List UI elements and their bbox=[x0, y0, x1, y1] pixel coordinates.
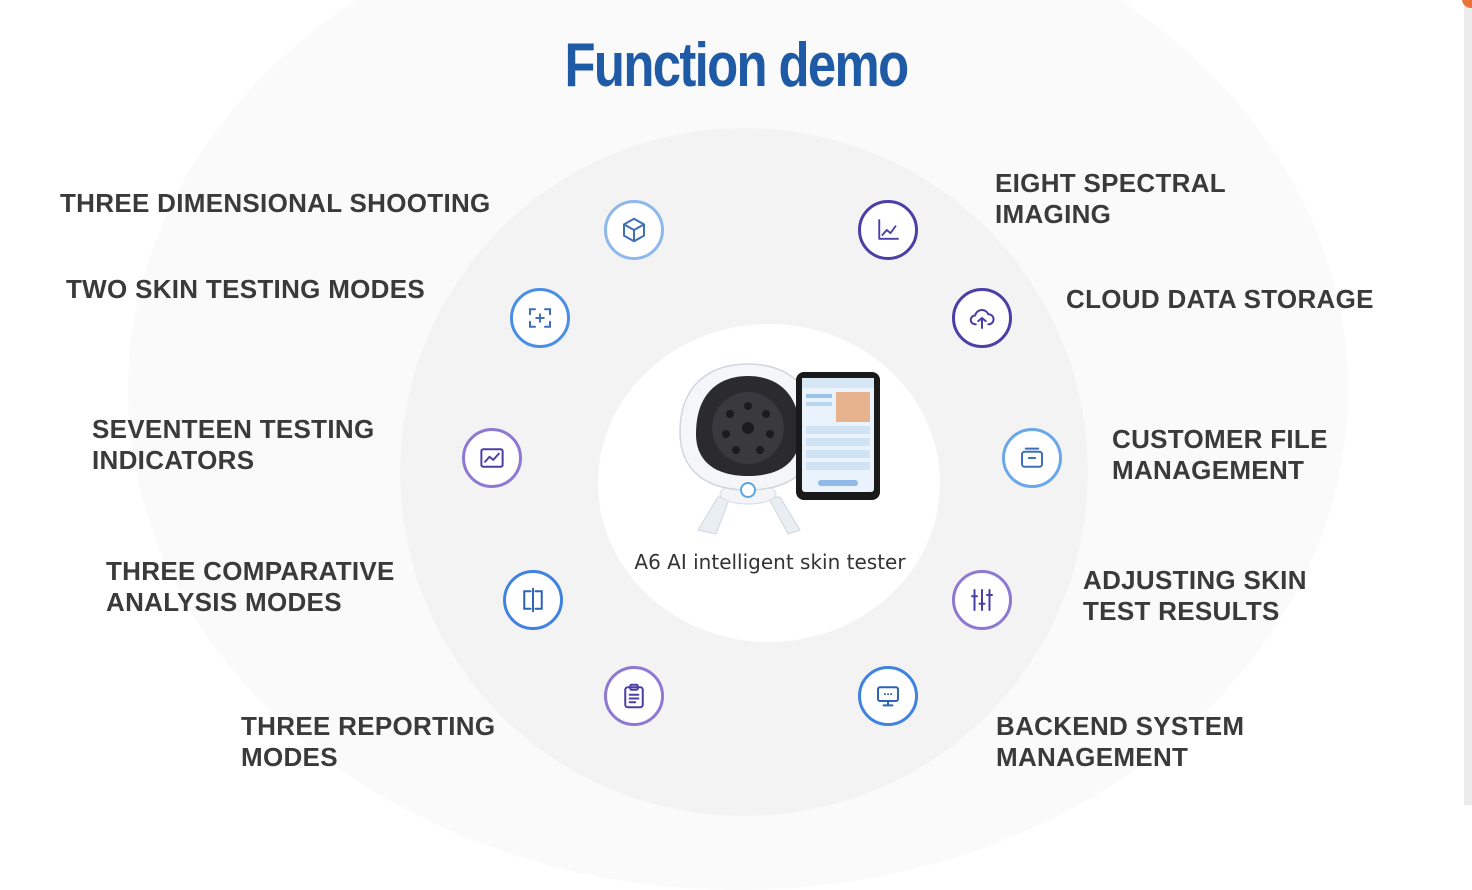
product-caption: A6 AI intelligent skin tester bbox=[634, 550, 906, 574]
feature-backend-system-management: BACKEND SYSTEM MANAGEMENT bbox=[996, 711, 1244, 773]
corner-badge bbox=[1462, 0, 1472, 8]
cube-icon bbox=[604, 200, 664, 260]
line-graph-icon bbox=[858, 200, 918, 260]
folder-box-icon bbox=[1002, 428, 1062, 488]
feature-label-line-1: SEVENTEEN TESTING bbox=[92, 414, 375, 444]
feature-label: TWO SKIN TESTING MODES bbox=[66, 274, 426, 304]
feature-label-line-1: BACKEND SYSTEM bbox=[996, 711, 1245, 741]
feature-label: CLOUD DATA STORAGE bbox=[1066, 284, 1374, 314]
feature-adjusting-skin-test-results: ADJUSTING SKIN TEST RESULTS bbox=[1083, 565, 1307, 627]
scrollbar-track[interactable] bbox=[1464, 0, 1472, 805]
compare-split-icon bbox=[503, 570, 563, 630]
scan-plus-icon bbox=[510, 288, 570, 348]
trend-chart-icon bbox=[462, 428, 522, 488]
feature-customer-file-management: CUSTOMER FILE MANAGEMENT bbox=[1112, 424, 1328, 486]
feature-three-comparative-analysis-modes: THREE COMPARATIVE ANALYSIS MODES bbox=[106, 556, 395, 618]
feature-seventeen-testing-indicators: SEVENTEEN TESTING INDICATORS bbox=[92, 414, 374, 476]
feature-label-line-1: CUSTOMER FILE bbox=[1112, 424, 1328, 454]
feature-label-line-2: ANALYSIS MODES bbox=[106, 587, 342, 617]
feature-cloud-data-storage: CLOUD DATA STORAGE bbox=[1066, 284, 1374, 315]
feature-label-line-1: ADJUSTING SKIN bbox=[1083, 565, 1307, 595]
feature-label-line-2: IMAGING bbox=[995, 199, 1112, 229]
feature-label: THREE DIMENSIONAL SHOOTING bbox=[60, 188, 491, 218]
feature-eight-spectral-imaging: EIGHT SPECTRAL IMAGING bbox=[995, 168, 1226, 230]
feature-label-line-2: MANAGEMENT bbox=[996, 742, 1189, 772]
page-title: Function demo bbox=[564, 31, 909, 100]
feature-label-line-2: TEST RESULTS bbox=[1083, 596, 1280, 626]
feature-label-line-1: THREE COMPARATIVE bbox=[106, 556, 395, 586]
cloud-upload-icon bbox=[952, 288, 1012, 348]
feature-three-dimensional-shooting: THREE DIMENSIONAL SHOOTING bbox=[60, 188, 491, 219]
feature-three-reporting-modes: THREE REPORTING MODES bbox=[241, 711, 495, 773]
feature-label-line-1: THREE REPORTING bbox=[241, 711, 496, 741]
sliders-icon bbox=[952, 570, 1012, 630]
monitor-icon bbox=[858, 666, 918, 726]
feature-label-line-2: MANAGEMENT bbox=[1112, 455, 1305, 485]
clipboard-icon bbox=[604, 666, 664, 726]
feature-two-skin-testing-modes: TWO SKIN TESTING MODES bbox=[66, 274, 425, 305]
feature-label-line-1: EIGHT SPECTRAL bbox=[995, 168, 1226, 198]
feature-label-line-2: MODES bbox=[241, 742, 338, 772]
feature-label-line-2: INDICATORS bbox=[92, 445, 255, 475]
skin-tester-device-image bbox=[679, 363, 880, 535]
